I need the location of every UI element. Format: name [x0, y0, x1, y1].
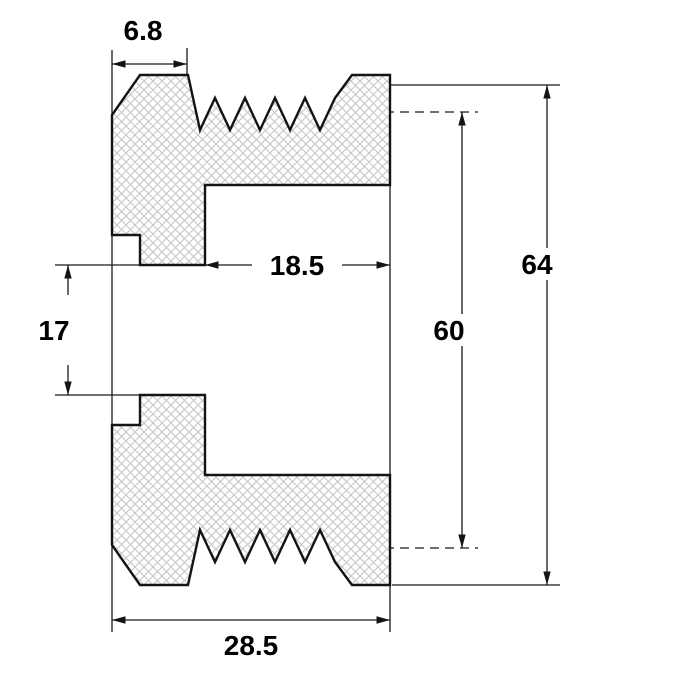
pulley-cross-section [110, 73, 392, 587]
dim-outer-diameter: 64 [515, 85, 559, 585]
dim-top-width-label: 6.8 [124, 15, 163, 46]
dim-overall-width-label: 28.5 [224, 630, 279, 661]
dim-recess-width-label-background [252, 249, 342, 281]
pulley-upper-half [110, 73, 392, 267]
dim-overall-width: 28.5 [112, 616, 390, 661]
dim-groove-diameter: 60 [427, 112, 471, 548]
pulley-lower-half [110, 393, 392, 587]
dim-bore-label: 17 [38, 315, 69, 346]
dim-outer-diameter-label-background [515, 248, 559, 280]
dim-bore-label-background [33, 314, 75, 346]
dim-groove-diameter-label-background [427, 314, 471, 346]
dim-bore-diameter: 17 [33, 265, 75, 395]
dim-groove-diameter-label: 60 [433, 315, 464, 346]
dim-top-width: 6.8 [112, 15, 187, 68]
dim-recess-width-label: 18.5 [270, 250, 325, 281]
dim-recess-width: 18.5 [205, 249, 390, 281]
dim-outer-diameter-label: 64 [521, 249, 553, 280]
